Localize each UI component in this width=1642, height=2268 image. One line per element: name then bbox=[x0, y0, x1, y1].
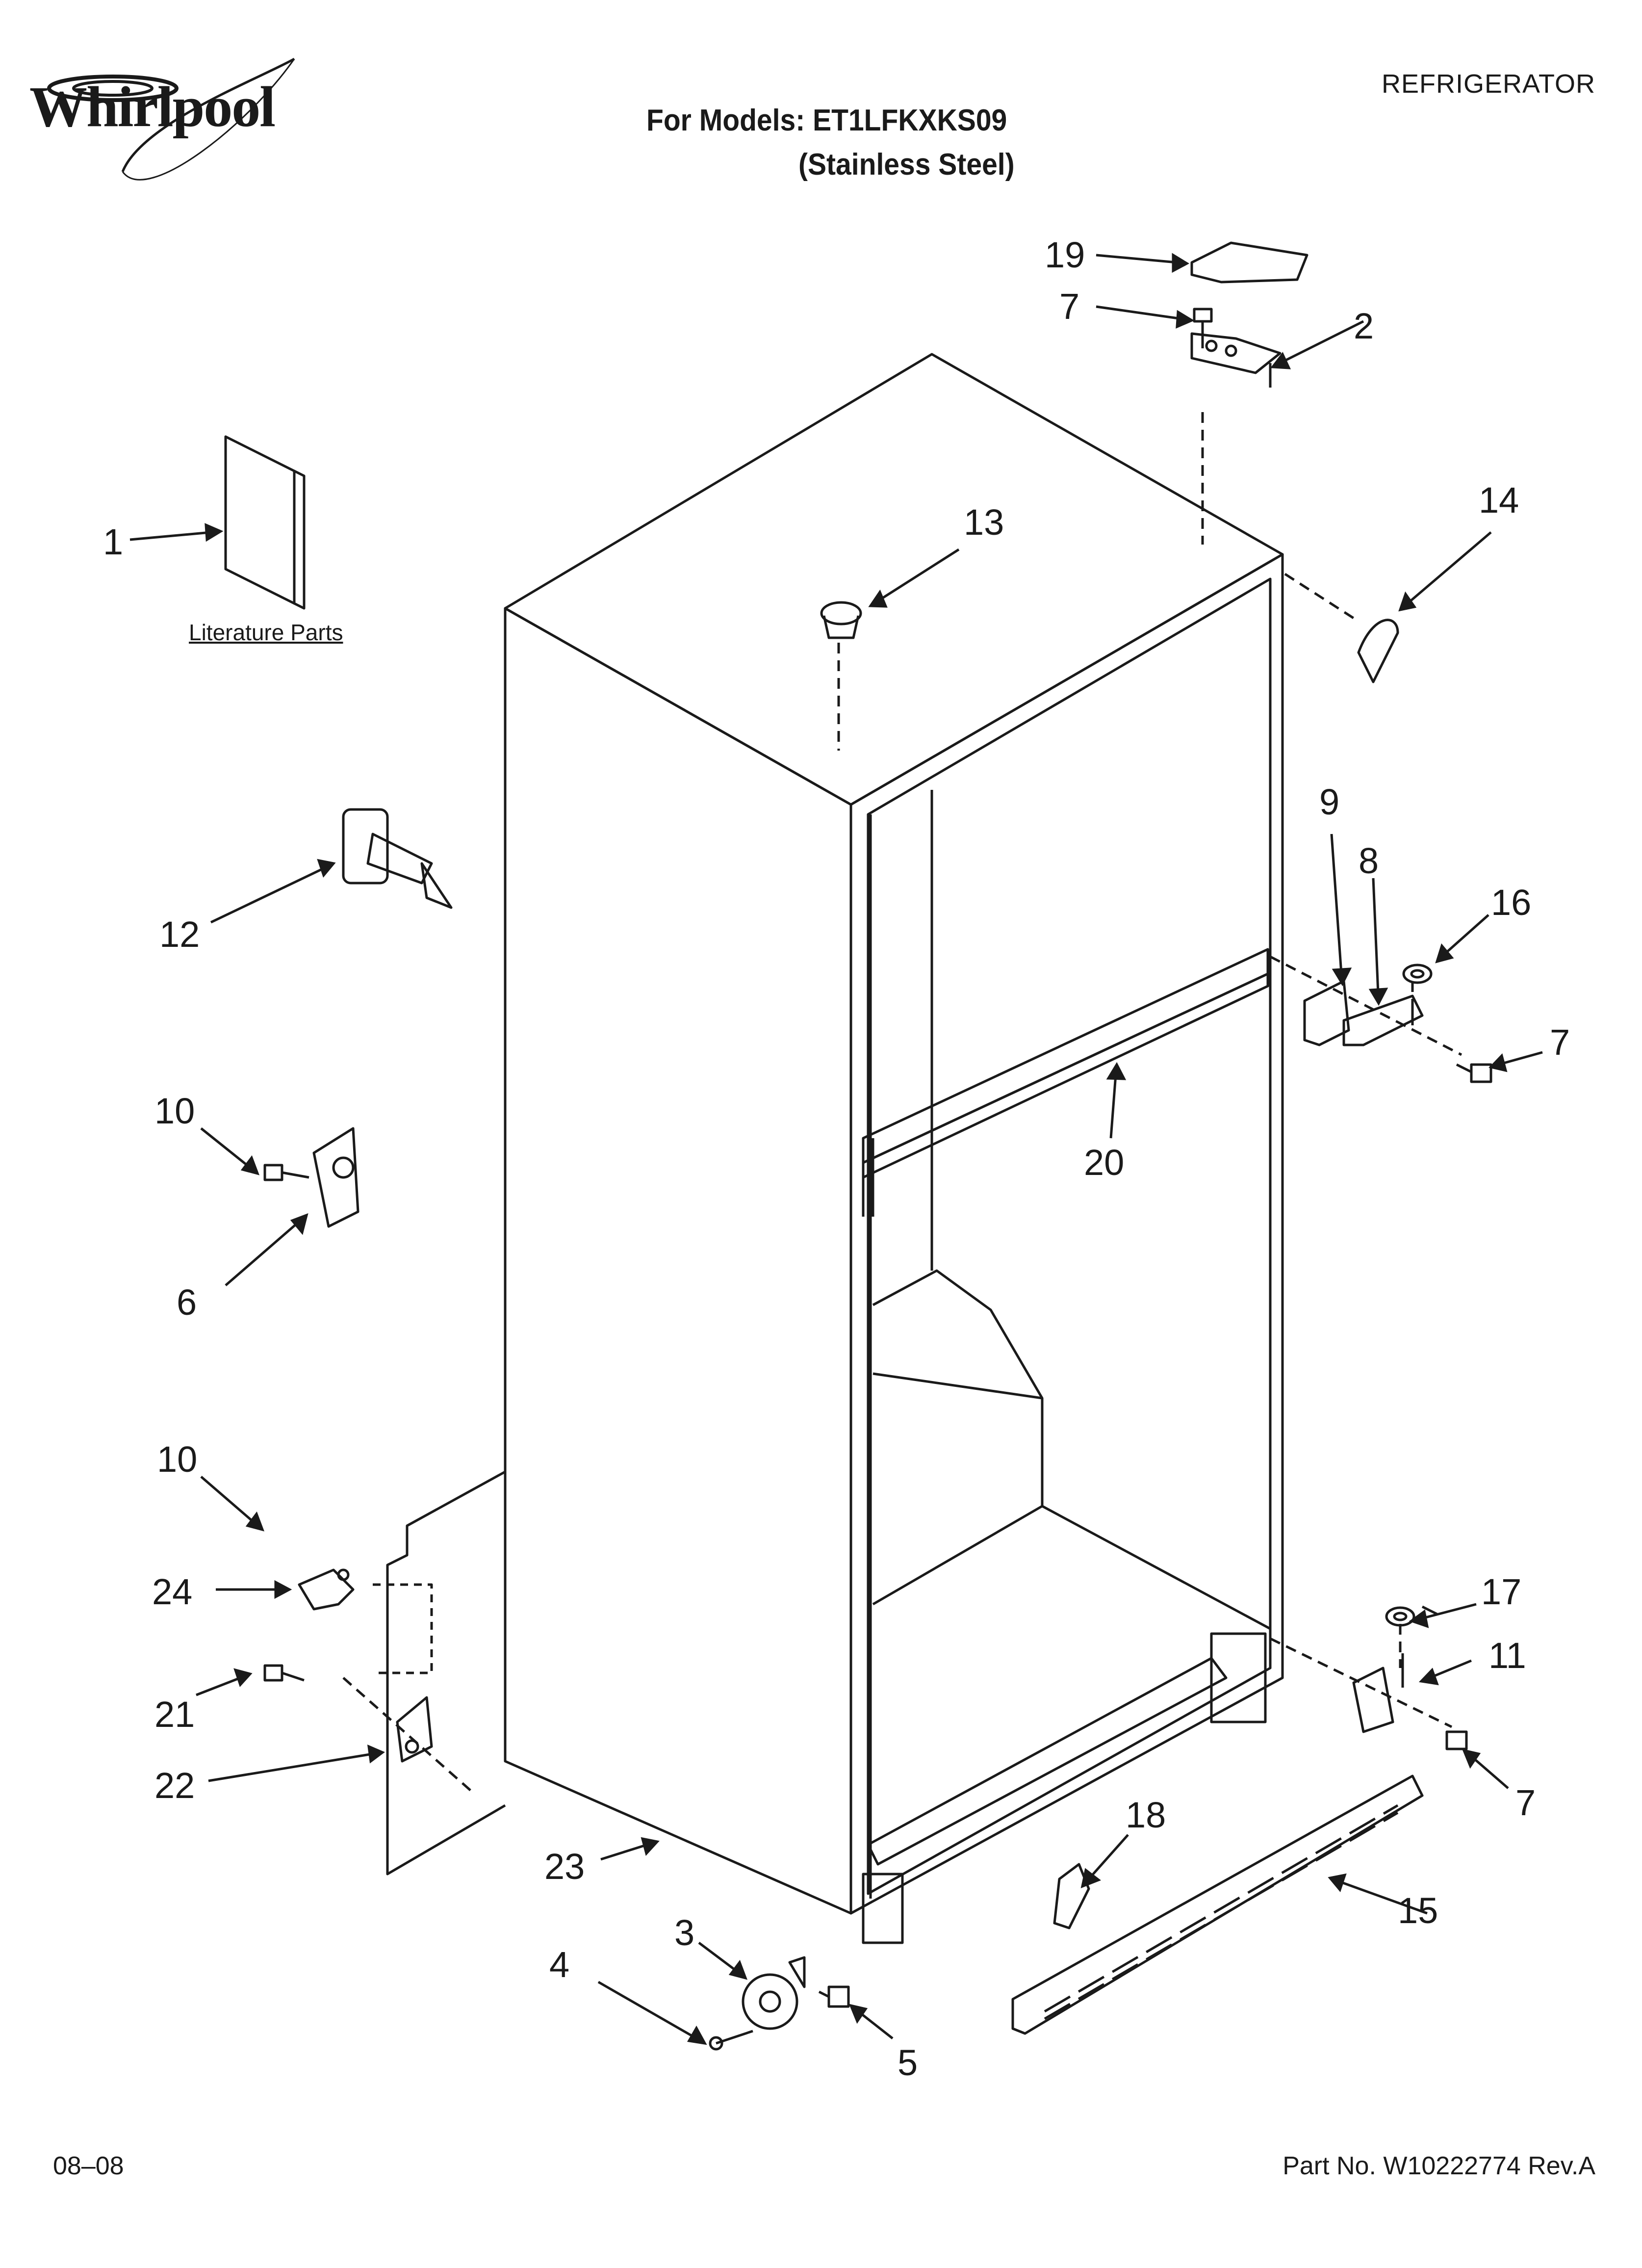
callout-9: 9 bbox=[1319, 782, 1339, 822]
callout-24: 24 bbox=[152, 1571, 192, 1612]
callout-1: 1 bbox=[103, 521, 123, 562]
roller-axle-icon bbox=[709, 2030, 753, 2051]
bottom-hinge-icon bbox=[1352, 1653, 1404, 1733]
callout-3: 3 bbox=[674, 1912, 694, 1953]
tab-bracket-icon bbox=[396, 1696, 433, 1763]
callout-15: 15 bbox=[1398, 1890, 1438, 1931]
callout-10-upper: 10 bbox=[154, 1091, 195, 1131]
bottom-hinge-washer-icon bbox=[1385, 1606, 1415, 1627]
literature-parts-label: Literature Parts bbox=[189, 620, 343, 645]
lower-left-panel bbox=[373, 1470, 506, 1876]
bottom-rail bbox=[867, 1657, 1228, 1866]
roller-screw-icon bbox=[818, 1985, 850, 2008]
brand-swoosh-icon bbox=[47, 57, 295, 181]
callout-11: 11 bbox=[1488, 1635, 1526, 1676]
bracket-screw-icon bbox=[263, 1164, 309, 1181]
part-number: Part No. W10222774 Rev.A bbox=[1283, 2152, 1595, 2180]
literature-parts-icon bbox=[224, 435, 306, 610]
middle-screw-icon bbox=[1456, 1063, 1492, 1083]
callout-22: 22 bbox=[154, 1765, 195, 1806]
top-hinge-icon bbox=[1190, 332, 1282, 388]
door-stop-icon bbox=[1357, 619, 1399, 683]
hinge-screw-icon bbox=[1193, 308, 1213, 348]
leader-arrows bbox=[129, 253, 1543, 2045]
callout-10-lower: 10 bbox=[157, 1439, 197, 1480]
wire-clip-icon bbox=[298, 1568, 355, 1611]
callout-14: 14 bbox=[1479, 480, 1519, 521]
middle-hinge-icon bbox=[1303, 980, 1424, 1046]
callout-8: 8 bbox=[1359, 840, 1379, 881]
model-number: For Models: ET1LFKXKS09 bbox=[646, 104, 1007, 137]
revision-date: 08–08 bbox=[53, 2152, 124, 2180]
bottom-hinge-screw-icon bbox=[1445, 1730, 1468, 1750]
callout-23: 23 bbox=[544, 1846, 585, 1887]
callout-18: 18 bbox=[1126, 1795, 1166, 1835]
callout-16: 16 bbox=[1491, 882, 1531, 923]
roller-icon bbox=[742, 1956, 806, 2030]
callout-5: 5 bbox=[898, 2042, 918, 2083]
cabinet-plug-icon bbox=[820, 601, 862, 639]
callout-4: 4 bbox=[549, 1944, 569, 1985]
cabinet-body bbox=[504, 353, 1284, 1944]
hinge-washer-icon bbox=[1402, 964, 1433, 984]
leveling-bracket-icon bbox=[342, 808, 453, 909]
hinge-cover-icon bbox=[1190, 241, 1308, 284]
callout-17: 17 bbox=[1481, 1571, 1521, 1612]
callout-labels: 1 2 3 4 5 6 7 7 7 8 9 10 10 11 12 13 14 … bbox=[103, 235, 1570, 2083]
appliance-category: REFRIGERATOR bbox=[1381, 69, 1595, 99]
callout-7-middle: 7 bbox=[1550, 1022, 1570, 1063]
callout-7-bottom: 7 bbox=[1515, 1782, 1536, 1823]
callout-12: 12 bbox=[159, 914, 200, 955]
toe-grille-icon bbox=[1011, 1774, 1424, 2035]
door-stop-bracket-icon bbox=[312, 1127, 359, 1228]
model-variant: (Stainless Steel) bbox=[798, 148, 1015, 182]
panel-screw-icon bbox=[263, 1664, 305, 1682]
callout-21: 21 bbox=[154, 1694, 195, 1735]
callout-2: 2 bbox=[1354, 306, 1374, 346]
callout-20: 20 bbox=[1084, 1142, 1124, 1183]
callout-19: 19 bbox=[1045, 235, 1085, 275]
callout-13: 13 bbox=[964, 502, 1004, 543]
callout-7-top: 7 bbox=[1059, 286, 1079, 327]
divider-rail bbox=[862, 948, 1269, 1217]
callout-6: 6 bbox=[177, 1282, 197, 1323]
grille-clip-icon bbox=[1053, 1863, 1090, 1929]
brand-logo: Whirlpool bbox=[29, 75, 276, 139]
